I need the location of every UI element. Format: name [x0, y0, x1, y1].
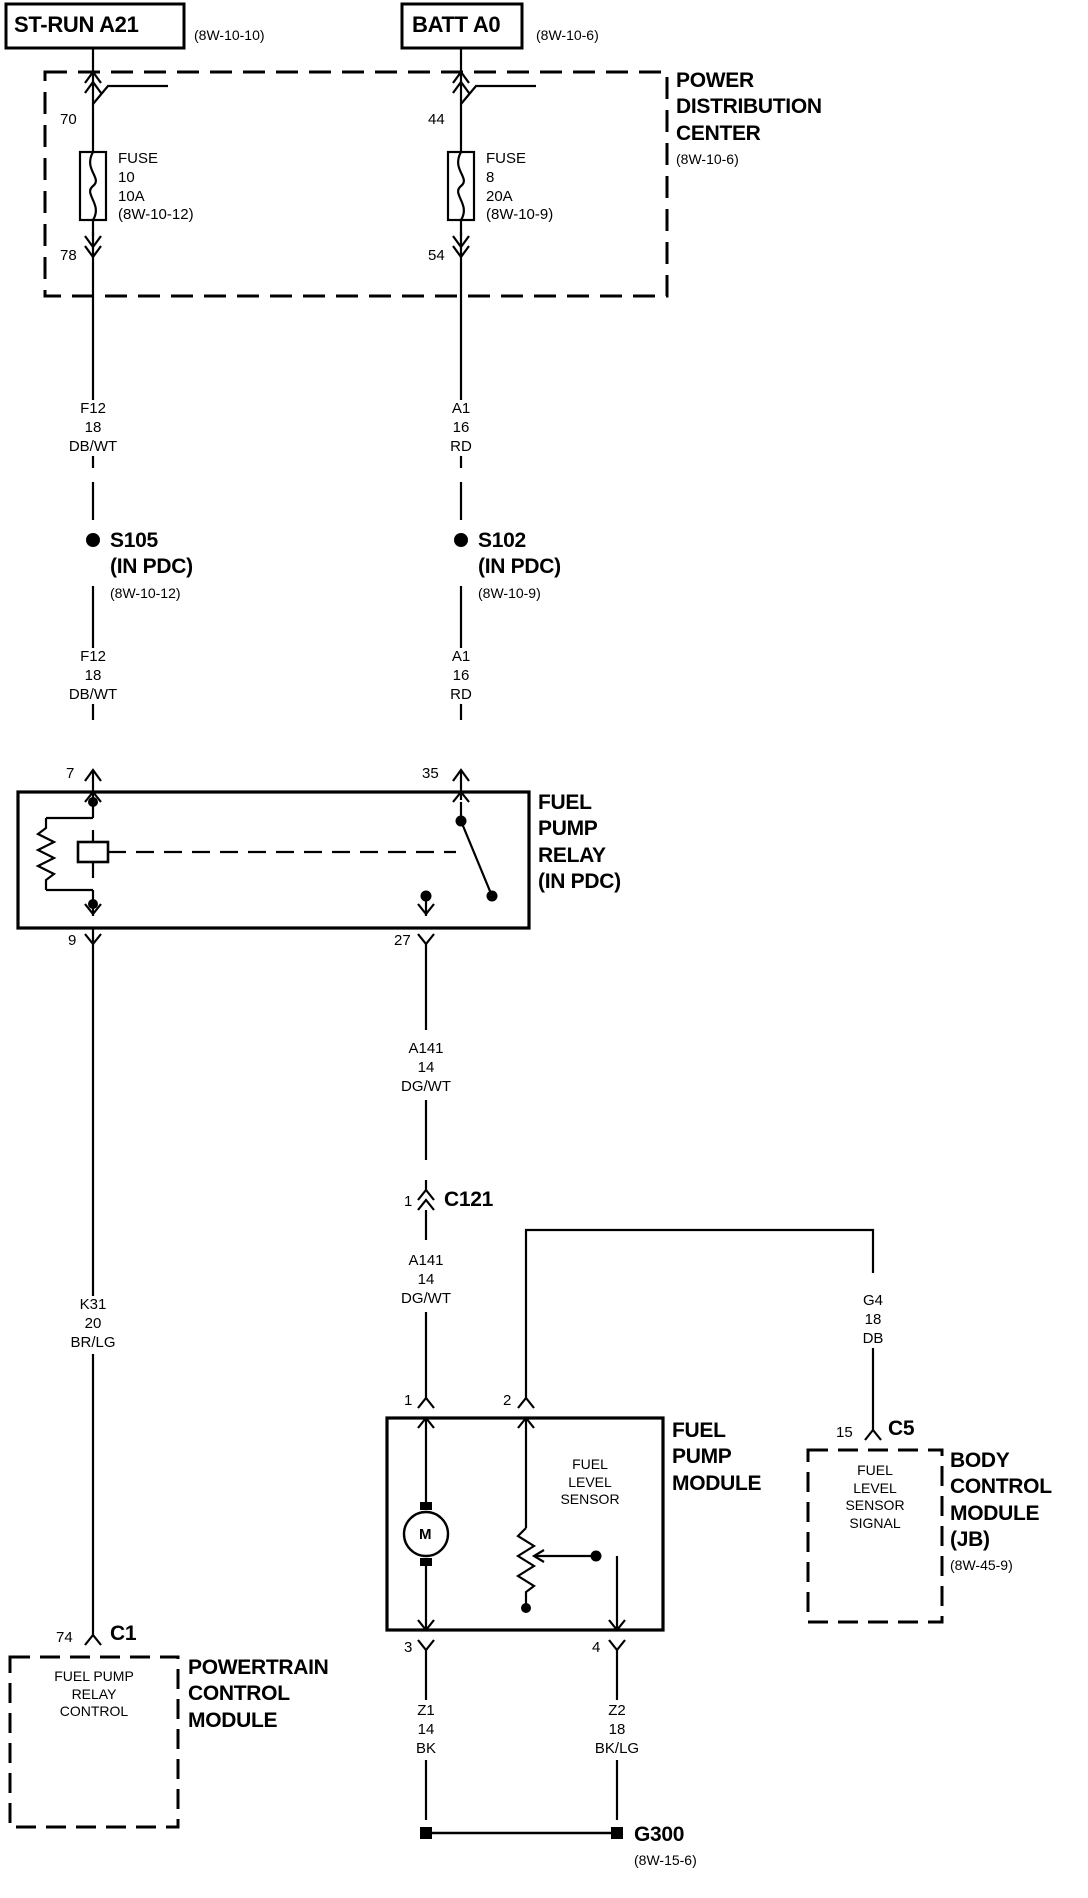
batt-label: BATT A0 — [412, 12, 501, 37]
pin-15-connector — [864, 1428, 882, 1441]
pin-2-label: 2 — [503, 1392, 512, 1409]
st-run-box — [4, 2, 186, 50]
pin-35-label: 35 — [422, 765, 439, 782]
pin-9-label: 9 — [68, 932, 77, 949]
pin-4-connector — [608, 1639, 626, 1652]
pin-70-label: 70 — [60, 111, 77, 128]
pin-3-connector — [417, 1639, 435, 1652]
c5-label: C5 — [888, 1417, 915, 1440]
pdc-box — [43, 70, 669, 298]
pcm-label: POWERTRAIN CONTROL MODULE — [188, 1656, 329, 1732]
pin-1-label: 1 — [404, 1392, 413, 1409]
pin-1-connector — [417, 1396, 435, 1409]
bcm-label: BODY CONTROL MODULE (JB) (8W-45-9) — [950, 1449, 1052, 1573]
pdc-label: POWER DISTRIBUTION CENTER (8W-10-6) — [676, 69, 822, 167]
pin-27-connector — [417, 933, 435, 946]
fuel-pump-relay-box — [16, 790, 531, 930]
pin-15-label: 15 — [836, 1424, 853, 1441]
pin-44-label: 44 — [428, 111, 445, 128]
pin-78-label: 78 — [60, 247, 77, 264]
batt-ref: (8W-10-6) — [536, 27, 599, 43]
motor-label: M — [419, 1526, 432, 1543]
s102-label: S102 (IN PDC) (8W-10-9) — [478, 529, 561, 601]
pin-74-connector — [84, 1633, 102, 1646]
relay-coil-symbol — [76, 840, 110, 864]
s105-splice-dot — [86, 533, 100, 547]
s102-splice-dot — [454, 533, 468, 547]
c1-label: C1 — [110, 1622, 137, 1645]
pcm-box — [8, 1655, 180, 1829]
c121-connector — [417, 1188, 435, 1211]
pin-4-label: 4 — [592, 1639, 601, 1656]
pin-54-label: 54 — [428, 247, 445, 264]
g300-label: G300 (8W-15-6) — [634, 1823, 697, 1869]
fuel-pump-motor — [402, 1510, 450, 1558]
s105-label: S105 (IN PDC) (8W-10-12) — [110, 529, 193, 601]
pin-74-label: 74 — [56, 1629, 73, 1646]
pin-70-connector — [84, 70, 102, 94]
c121-pin-label: 1 — [404, 1193, 413, 1210]
pin-7-label: 7 — [66, 765, 75, 782]
st-run-label: ST-RUN A21 — [14, 12, 139, 37]
pin-27-label: 27 — [394, 932, 411, 949]
relay-switch-arm — [459, 820, 494, 897]
wire-g4 — [524, 1228, 875, 1398]
pin-2-connector — [517, 1396, 535, 1409]
pin-44-connector — [452, 70, 470, 94]
fuel-pump-module-label: FUEL PUMP MODULE — [672, 1419, 762, 1495]
pin-3-label: 3 — [404, 1639, 413, 1656]
st-run-ref: (8W-10-10) — [194, 27, 265, 43]
c121-label: C121 — [444, 1188, 494, 1211]
fuel-pump-relay-label: FUEL PUMP RELAY (IN PDC) — [538, 791, 621, 893]
bcm-box — [806, 1448, 944, 1624]
